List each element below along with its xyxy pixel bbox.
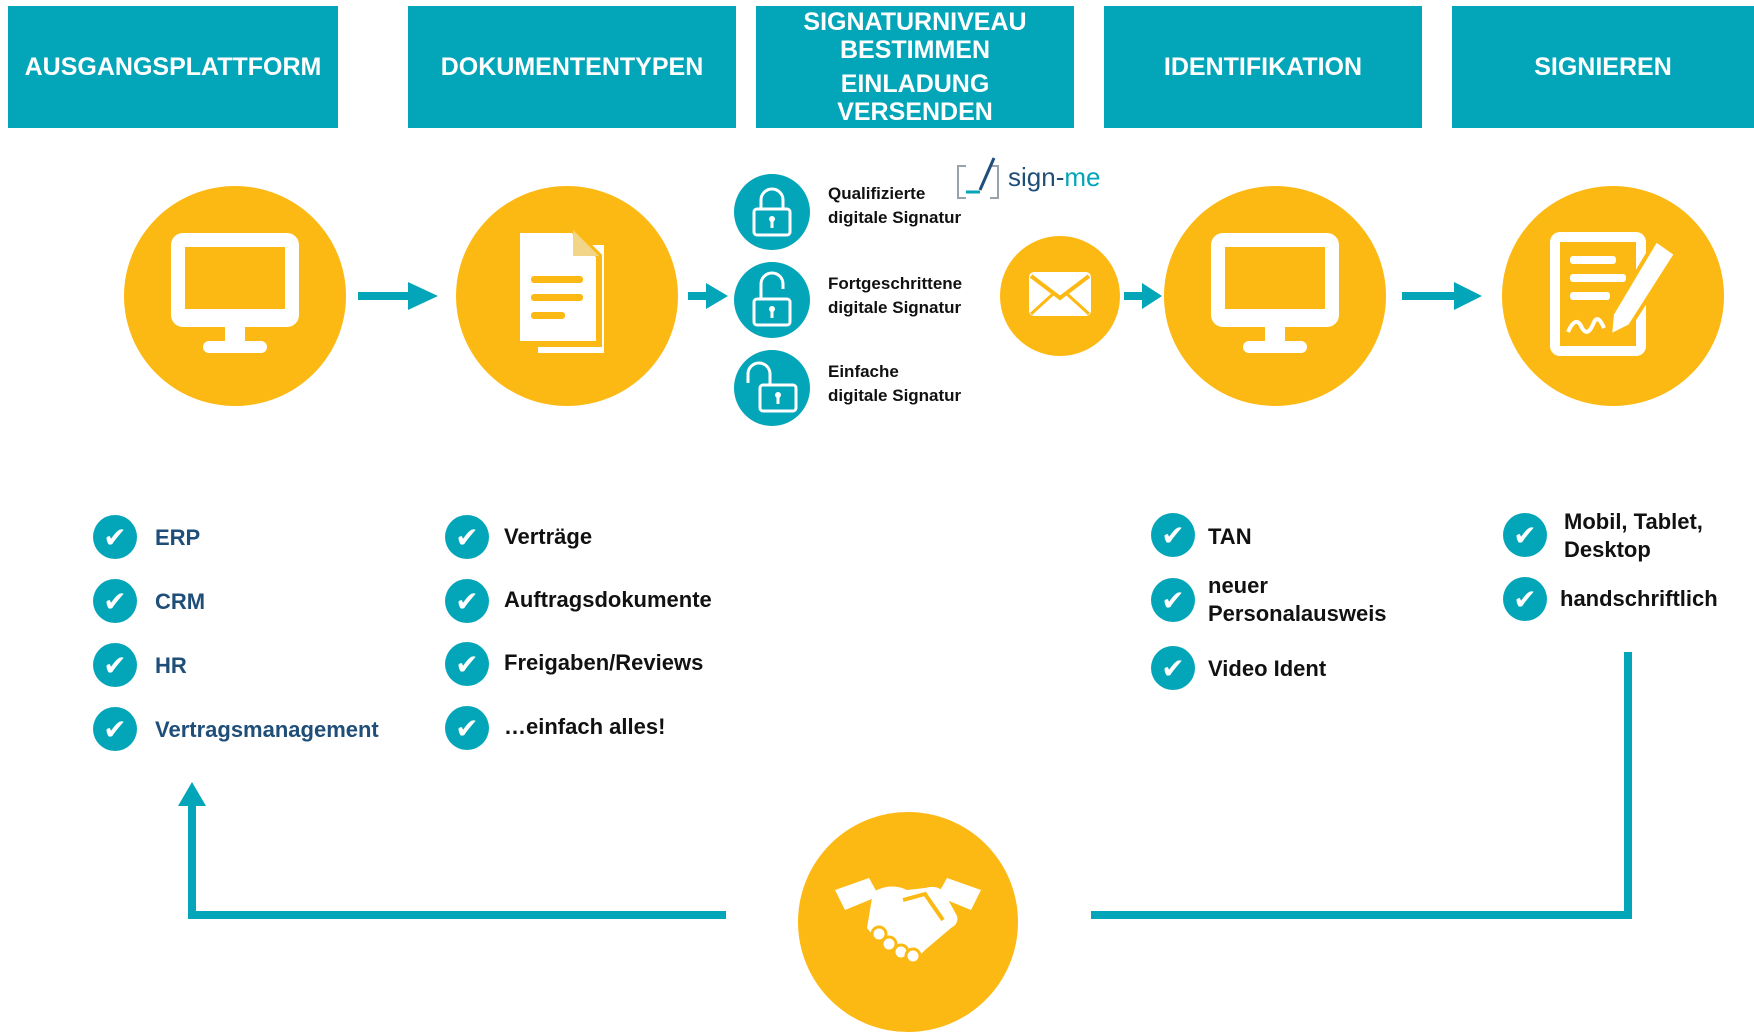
lock-closed-icon <box>734 174 810 250</box>
document-type-item: Verträge <box>504 524 593 549</box>
signing-item-line1: Mobil, Tablet, <box>1564 509 1703 534</box>
sign-me-text-sign: sign- <box>1008 162 1065 192</box>
arrow-head <box>706 283 728 309</box>
document-type-item: …einfach alles! <box>504 714 666 739</box>
signature-level-line1: Einfache <box>828 362 899 381</box>
platform-item: ERP <box>155 525 201 550</box>
check-icon: ✔ <box>93 579 137 623</box>
header-signaturniveau: SIGNATURNIVEAU BESTIMMEN EINLADUNG VERSE… <box>756 6 1074 128</box>
platform-item: Vertragsmanagement <box>155 717 379 742</box>
sign-me-logo: sign-me <box>954 156 1104 202</box>
signature-level-line2: digitale Signatur <box>828 208 962 227</box>
signing-item: Mobil, Tablet, Desktop <box>1564 508 1703 564</box>
check-icon: ✔ <box>93 707 137 751</box>
identification-item-line1: neuer <box>1208 573 1268 598</box>
arrow-shaft <box>358 292 408 300</box>
signature-level-qualified: Qualifizierte digitale Signatur <box>828 182 961 230</box>
identification-item-line2: Personalausweis <box>1208 601 1387 626</box>
platform-circle <box>124 186 346 406</box>
loop-arrow-head <box>178 782 206 806</box>
sign-me-text-me: me <box>1064 162 1101 192</box>
document-type-item: Freigaben/Reviews <box>504 650 704 675</box>
monitor-icon <box>1205 229 1345 364</box>
check-icon: ✔ <box>93 515 137 559</box>
arrow-shaft <box>1124 292 1144 300</box>
header-label: AUSGANGSPLATTFORM <box>24 53 322 81</box>
identification-item: neuer Personalausweis <box>1208 572 1387 628</box>
sign-me-bracket-mark <box>957 157 999 199</box>
identification-circle <box>1164 186 1386 406</box>
handshake-icon <box>833 870 983 975</box>
lock-half-open-icon <box>734 262 810 338</box>
arrow-head <box>1142 283 1162 309</box>
email-circle <box>1000 236 1120 356</box>
check-icon: ✔ <box>445 579 489 623</box>
document-pen-icon <box>1538 224 1688 369</box>
signature-level-line1: Fortgeschrittene <box>828 274 963 293</box>
document-type-item: Auftragsdokumente <box>504 587 712 612</box>
check-icon: ✔ <box>1151 578 1195 622</box>
header-signieren: SIGNIEREN <box>1452 6 1754 128</box>
documents-circle <box>456 186 678 406</box>
platform-item: CRM <box>155 589 206 614</box>
header-label: VERSENDEN <box>837 98 993 126</box>
loop-line-left <box>188 804 726 919</box>
identification-item-line1: Video Ident <box>1208 656 1327 681</box>
check-icon: ✔ <box>1503 513 1547 557</box>
signature-level-line2: digitale Signatur <box>828 386 962 405</box>
signature-level-advanced: Fortgeschrittene digitale Signatur <box>828 272 962 320</box>
loop-line-right <box>1091 652 1632 919</box>
check-icon: ✔ <box>93 643 137 687</box>
signing-circle <box>1502 186 1724 406</box>
header-label: DOKUMENTENTYPEN <box>440 53 704 81</box>
signing-item-line1: handschriftlich <box>1560 586 1718 611</box>
header-dokumententypen: DOKUMENTENTYPEN <box>408 6 736 128</box>
arrow-head <box>1454 282 1482 310</box>
check-icon: ✔ <box>1151 513 1195 557</box>
arrow-shaft <box>1402 292 1456 300</box>
signature-level-simple: Einfache digitale Signatur <box>828 360 961 408</box>
check-icon: ✔ <box>445 642 489 686</box>
header-label: SIGNIEREN <box>1534 53 1672 81</box>
lock-open-icon <box>734 350 810 426</box>
header-label: EINLADUNG <box>840 70 990 98</box>
monitor-icon <box>165 229 305 364</box>
check-icon: ✔ <box>1151 646 1195 690</box>
check-icon: ✔ <box>1503 577 1547 621</box>
identification-item-line1: TAN <box>1208 524 1252 549</box>
header-label: SIGNATURNIVEAU <box>803 8 1027 36</box>
handshake-circle <box>798 812 1018 1032</box>
header-identifikation: IDENTIFIKATION <box>1104 6 1422 128</box>
signature-level-line2: digitale Signatur <box>828 298 962 317</box>
sign-me-wordmark: sign-me <box>1008 162 1100 193</box>
identification-item: TAN <box>1208 523 1252 551</box>
check-icon: ✔ <box>445 515 489 559</box>
envelope-icon <box>1027 270 1093 323</box>
check-icon: ✔ <box>445 706 489 750</box>
signing-item: handschriftlich <box>1560 585 1718 613</box>
signing-item-line2: Desktop <box>1564 537 1651 562</box>
arrow-head <box>408 282 438 310</box>
platform-item: HR <box>155 653 187 678</box>
header-label: IDENTIFIKATION <box>1163 53 1363 81</box>
identification-item: Video Ident <box>1208 655 1326 683</box>
arrow-shaft <box>688 292 708 300</box>
header-label: BESTIMMEN <box>840 36 990 64</box>
documents-icon <box>507 224 627 369</box>
signature-level-line1: Qualifizierte <box>828 184 926 203</box>
header-ausgangsplattform: AUSGANGSPLATTFORM <box>8 6 338 128</box>
